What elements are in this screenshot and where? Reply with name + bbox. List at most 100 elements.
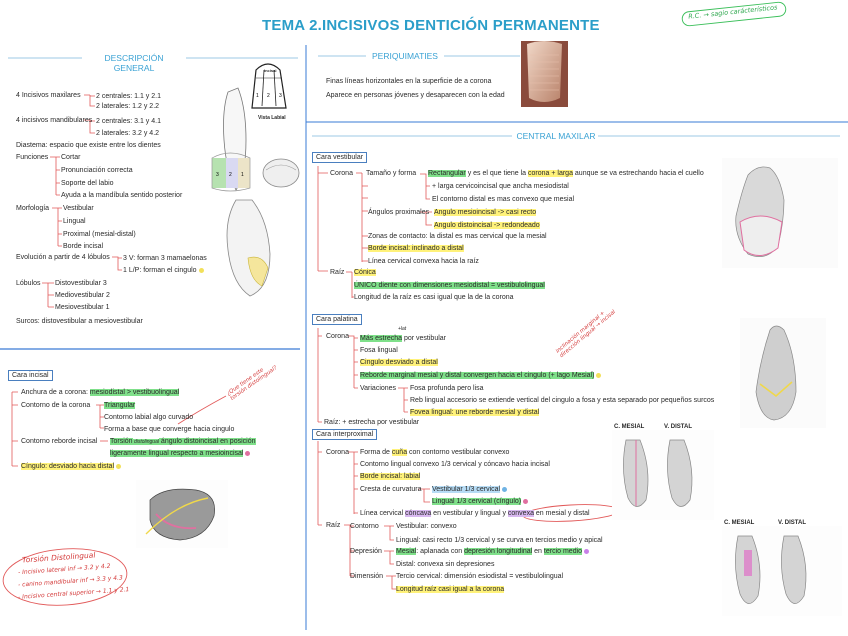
desc-e1: 3 V: forman 3 mamaelonas: [123, 255, 207, 262]
pal-raiz: Raíz: + estrecha por vestibular: [324, 419, 420, 426]
pal-v3: Fovea lingual: une reborde mesial y dist…: [410, 409, 540, 416]
vest-conica: Cónica: [354, 269, 376, 276]
desc-m2: Lingual: [63, 218, 86, 225]
desc-f4: Ayuda a la mandíbula sentido posterior: [61, 192, 183, 199]
prox-r1: Vestibular: convexo: [396, 523, 457, 530]
yellow-dot: [198, 267, 204, 273]
desc-max-centrales: 2 centrales: 1.1 y 2.1: [96, 93, 161, 100]
desc-diastema: Diastema: espacio que existe entre los d…: [16, 142, 161, 149]
prox-dm2: Longitud raíz casi igual a la corona: [396, 586, 505, 593]
pal-p4: Reborde marginal mesial y distal converg…: [360, 371, 602, 380]
periq-line2: Aparece en personas jóvenes y desaparece…: [326, 92, 505, 99]
pal-var: Variaciones: [360, 385, 397, 392]
yellow-dot: [596, 372, 602, 378]
desc-m3: Proximal (mesial-distal): [63, 231, 136, 238]
desc-mandibulares: 4 incisivos mandibulares: [16, 117, 93, 124]
label-mesial-1: C. MESIAL: [614, 424, 645, 430]
pal-p1: Más estrecha por vestibular: [360, 335, 446, 342]
vest-unico: ÚNICO diente con dimensiones mesiodistal…: [354, 282, 545, 289]
inc-a3-line1: Torsión distolingual ángulo distoincisal…: [110, 438, 256, 445]
vest-ang: Ángulos proximales: [368, 209, 430, 216]
vest-linea: Línea cervical convexa hacia la raíz: [368, 258, 479, 265]
inc-a2b: Contorno labial algo curvado: [104, 414, 194, 421]
vest-tam2: + larga cervicoincisal que ancha mesiodi…: [432, 183, 569, 190]
vista-labial-label: Vista Labial: [258, 115, 286, 121]
prox-d1: Mesial: aplanada con depresión longitudi…: [396, 547, 590, 556]
pal-p3: Cingulo desviado a distal: [360, 359, 438, 366]
vest-tam: Tamaño y forma: [366, 170, 417, 177]
desc-l1: Distovestibular 3: [55, 280, 107, 287]
vest-raiz: Raíz: [330, 269, 345, 276]
desc-maxilares: 4 Incisivos maxilares: [16, 92, 81, 99]
inc-a4: Cíngulo: desviado hacia distal: [21, 462, 122, 471]
yellow-dot: [116, 463, 122, 469]
pal-p2: Fosa lingual: [360, 347, 398, 354]
prox-x1: Forma de cuña con contorno vestibular co…: [360, 449, 510, 456]
inc-a1: Anchura de a corona: mesiodistal > vesti…: [21, 389, 180, 396]
box-cara-vestibular: Cara vestibular: [312, 152, 368, 163]
inc-a2c: Forma a base que converge hacia cingulo: [104, 426, 235, 433]
section-header-central: CENTRAL MAXILAR: [516, 131, 596, 141]
desc-surcos: Surcos: distovestibular a mesiovestibula…: [16, 318, 143, 325]
vest-zonas: Zonas de contacto: la distal es mas cerv…: [368, 233, 547, 240]
desc-morfologia: Morfología: [16, 205, 50, 212]
inc-a2: Contorno de la corona: [21, 402, 91, 409]
desc-man-centrales: 2 centrales: 3.1 y 4.1: [96, 118, 161, 125]
prox-x4: Línea cervical cóncava en vestibular y l…: [360, 510, 590, 517]
prox-r2: Lingual: casi recto 1/3 cervical y se cu…: [396, 537, 603, 544]
desc-f3: Soporte del labio: [61, 180, 114, 187]
vest-borde: Borde incisal: inclinado a distal: [368, 245, 464, 252]
label-mesial-2: C. MESIAL: [724, 520, 755, 526]
periq-line1: Finas líneas horizontales en la superfic…: [326, 78, 492, 85]
prox-dep: Depresión: [350, 548, 382, 555]
desc-evolucion: Evolución a partir de 4 lóbulos: [16, 254, 110, 261]
page-title: TEMA 2.INCISIVOS DENTICIÓN PERMANENTE: [262, 17, 600, 34]
vest-ang2: Angulo distoincisal -> redondeado: [434, 222, 540, 229]
box-cara-incisal: Cara incisal: [8, 370, 53, 381]
desc-m1: Vestibular: [63, 205, 94, 212]
vest-corona: Corona: [330, 170, 353, 177]
vest-tam1: Rectangular y es el que tiene la corona …: [428, 170, 704, 177]
desc-lobulos: Lóbulos: [16, 280, 41, 287]
prox-raiz: Raíz: [326, 522, 341, 529]
desc-funciones: Funciones: [16, 154, 49, 161]
box-cara-interproximal: Cara interproximal: [312, 429, 378, 440]
prox-dm1: Tercio cervical: dimensión esiodistal = …: [396, 573, 564, 580]
prox-c2: Lingual 1/3 cervical (cíngulo): [432, 497, 529, 506]
prox-x2: Contorno lingual convexo 1/3 cervical y …: [360, 461, 550, 468]
pal-v1: Fosa profunda pero lisa: [410, 385, 484, 392]
pal-corona: Corona: [326, 333, 349, 340]
pal-p1-sup: +lat: [398, 326, 407, 332]
purple-dot: [584, 548, 590, 554]
pink-dot: [245, 450, 251, 456]
box-cara-palatina: Cara palatina: [312, 314, 362, 325]
prox-x3: Borde incisal: labial: [360, 473, 421, 480]
prox-c1: Vestibular 1/3 cervical: [432, 485, 508, 494]
vest-long: Longitud de la raíz es casi igual que la…: [354, 294, 514, 301]
prox-cresta: Cresta de curvatura: [360, 486, 422, 493]
desc-f2: Pronunciación correcta: [61, 167, 133, 174]
label-distal-1: V. DISTAL: [664, 424, 693, 430]
inc-a2a: Triangular: [104, 402, 136, 409]
vest-ang1: Angulo mesioincisal -> casi recto: [434, 209, 537, 216]
desc-m4: Borde incisal: [63, 243, 104, 250]
section-header-descripcion: DESCRIPCIÓN GENERAL: [104, 53, 164, 73]
blue-dot: [502, 486, 508, 492]
pal-v2: Reb lingual accesorio se extiende vertic…: [410, 397, 715, 404]
prox-dim: Dimensión: [350, 573, 384, 580]
incisal-label: Incisal: [264, 68, 277, 73]
pink-dot: [523, 498, 529, 504]
desc-l3: Mesiovestibular 1: [55, 304, 110, 311]
desc-man-laterales: 2 laterales: 3.2 y 4.2: [96, 130, 160, 137]
prox-contorno: Contorno: [350, 523, 379, 530]
inc-a3-line2: ligeramente lingual respecto a mesioinci…: [110, 449, 251, 458]
desc-max-laterales: 2 laterales: 1.2 y 2.2: [96, 103, 160, 110]
section-header-periquimaties: PERIQUIMATIES: [372, 51, 438, 61]
desc-f1: Cortar: [61, 154, 81, 161]
label-distal-2: V. DISTAL: [778, 520, 807, 526]
prox-corona: Corona: [326, 449, 349, 456]
desc-l2: Mediovestibular 2: [55, 292, 110, 299]
desc-e2: 1 L/P: forman el cingulo: [123, 266, 204, 275]
